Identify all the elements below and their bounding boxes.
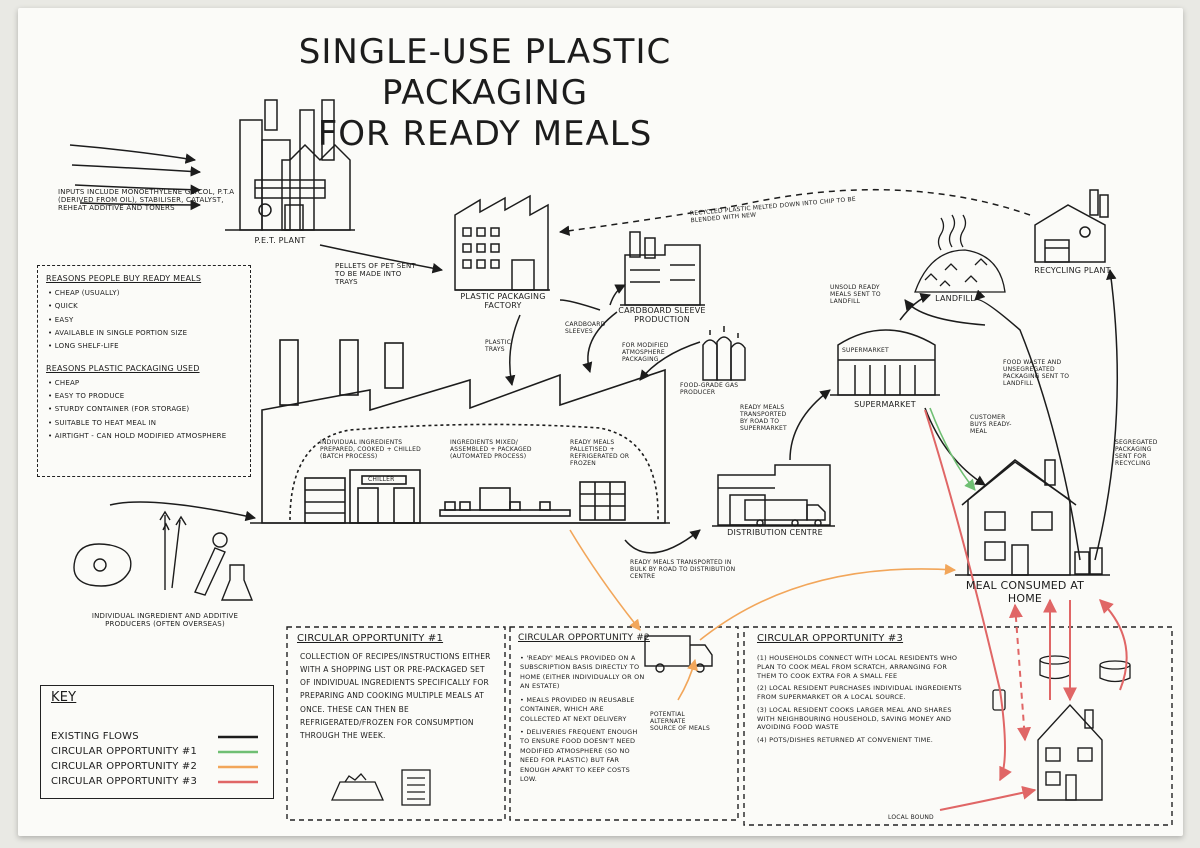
list-item: 'Ready' meals provided on a subscription… xyxy=(520,654,645,692)
recycled-chip-arrow xyxy=(558,188,1031,236)
landfill-label: Landfill xyxy=(935,294,975,303)
list-item: Cheap (usually) xyxy=(48,287,250,300)
van-icon-box2 xyxy=(644,635,713,673)
stage2-label: Ingredients mixed/ assembled + packaged … xyxy=(450,439,532,460)
key-row-existing: Existing flows xyxy=(51,731,139,742)
recycling-plant-drawing xyxy=(1034,189,1109,263)
opp3-flow-arrows xyxy=(924,409,1128,811)
list-item: Airtight - can hold modified atmosphere xyxy=(48,430,250,443)
recycling-plant-label: Recycling plant xyxy=(1034,266,1111,275)
supermarket-sign: Supermarket xyxy=(842,347,889,354)
unsold-note: Unsold ready meals sent to landfill xyxy=(830,284,881,305)
home-drawing xyxy=(955,459,1110,576)
opp2-side-note: Potential alternate source of meals xyxy=(650,711,710,732)
list-item: Meals provided in reusable container, wh… xyxy=(520,696,645,724)
list-item: Deliveries frequent enough to ensure foo… xyxy=(520,728,645,785)
reasons-buy-heading: Reasons people buy ready meals xyxy=(46,274,202,283)
list-item: Easy xyxy=(48,314,250,327)
meal-home-label: Meal consumed at home xyxy=(965,579,1085,605)
opp3-list: (1) Households connect with local reside… xyxy=(757,654,962,749)
box1-icons xyxy=(330,769,431,806)
main-factory-drawing xyxy=(250,339,670,524)
key-row-opp2: Circular opportunity #2 xyxy=(51,761,198,772)
producers-drawing xyxy=(73,510,254,601)
list-item: (4) Pots/dishes returned at convenient t… xyxy=(757,736,934,745)
pots-drawing xyxy=(992,655,1131,711)
list-item: Easy to produce xyxy=(48,390,250,403)
opp2-heading: Circular opportunity #2 xyxy=(518,633,650,643)
gas-producer-label: Food-grade gas producer xyxy=(680,382,739,396)
key-swatches xyxy=(218,735,258,784)
cardboard-label: Cardboard sleeve production xyxy=(618,306,706,325)
key-row-opp3: Circular opportunity #3 xyxy=(51,776,198,787)
pet-plant-drawing xyxy=(225,99,355,231)
input-arrows xyxy=(69,144,202,211)
local-bound-label: Local bound xyxy=(888,814,934,821)
pet-plant-label: P.E.T. Plant xyxy=(254,236,306,245)
pellets-note: Pellets of PET sent to be made into tray… xyxy=(335,262,416,287)
supermarket-label: Supermarket xyxy=(854,400,916,409)
opp1-text: Collection of recipes/instructions eithe… xyxy=(300,652,491,740)
cardboard-to-packaging-arrow xyxy=(559,299,601,311)
distribution-centre-drawing xyxy=(712,464,835,527)
customer-buys-note: Customer buys ready-meal xyxy=(970,414,1012,435)
list-item: Available in single portion size xyxy=(48,327,250,340)
stage1-label: Individual ingredients prepared, cooked … xyxy=(320,439,421,460)
reasons-plastic-heading: Reasons plastic packaging used xyxy=(46,363,200,373)
reasons-box: Reasons people buy ready meals Cheap (us… xyxy=(37,265,251,477)
gas-cylinders-drawing xyxy=(702,326,746,381)
list-item: Sturdy container (for storage) xyxy=(48,403,250,416)
legend-key: Key Existing flows Circular opportunity … xyxy=(40,685,274,799)
producers-label: Individual ingredient and additive produ… xyxy=(91,612,239,629)
key-heading: Key xyxy=(51,690,77,705)
neighbour-house-drawing xyxy=(1037,703,1103,801)
list-item: Suitable to heat meal in xyxy=(48,417,250,430)
title-line-2: for ready meals xyxy=(317,113,653,154)
inputs-note: Inputs include monoethylene glycol, P.T.… xyxy=(58,188,235,213)
list-item: (3) Local resident cooks larger meal and… xyxy=(757,705,952,732)
stage3-label: Ready meals palletised + refrigerated or… xyxy=(570,439,630,467)
opp1-flow-arrow xyxy=(929,407,976,491)
supermarket-drawing xyxy=(830,329,940,396)
title-line-1: Single-use plastic packaging xyxy=(298,32,672,113)
ready-meals-road-note: Ready meals transported by road to super… xyxy=(740,404,787,432)
plastic-factory-label: Plastic packaging factory xyxy=(460,292,546,311)
opp2-flow-arrows xyxy=(569,529,957,701)
reasons-buy-list: Cheap (usually) Quick Easy Available in … xyxy=(48,287,250,353)
cardboard-sleeves-note: Cardboard sleeves xyxy=(565,321,606,335)
transported-dc-note: Ready meals transported in bulk by road … xyxy=(630,559,736,580)
list-item: (2) Local resident purchases individual … xyxy=(757,684,962,702)
modified-atmosphere-note: For modified atmosphere packaging xyxy=(622,342,669,363)
opp3-heading: Circular opportunity #3 xyxy=(757,633,904,644)
plastic-trays-note: Plastic trays xyxy=(485,339,512,353)
chiller-label: Chiller xyxy=(368,476,395,483)
cardboard-factory-drawing xyxy=(620,231,705,306)
plastic-factory-drawing xyxy=(454,194,550,291)
key-row-opp1: Circular opportunity #1 xyxy=(51,746,198,757)
opp2-list: 'Ready' meals provided on a subscription… xyxy=(520,654,645,784)
segregated-note: Segregated packaging sent for recycling xyxy=(1115,439,1158,467)
landfill-drawing xyxy=(914,214,1006,293)
list-item: Quick xyxy=(48,300,250,313)
opportunity-boxes xyxy=(286,626,1173,826)
list-item: Long shelf-life xyxy=(48,340,250,353)
food-waste-note: Food waste and unsegregated packaging se… xyxy=(1003,359,1070,387)
reasons-plastic-list: Cheap Easy to produce Sturdy container (… xyxy=(48,377,250,443)
distribution-centre-label: Distribution centre xyxy=(727,528,823,537)
opp1-heading: Circular opportunity #1 xyxy=(297,633,444,644)
list-item: Cheap xyxy=(48,377,250,390)
page-title: Single-use plastic packaging for ready m… xyxy=(245,32,725,154)
list-item: (1) Households connect with local reside… xyxy=(757,654,958,680)
